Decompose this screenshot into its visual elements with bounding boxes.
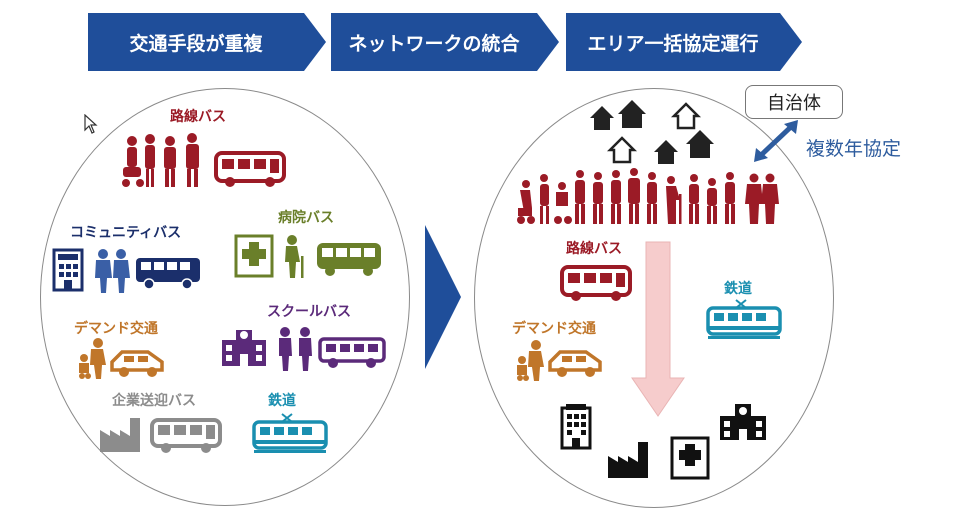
step-1-tip <box>304 13 326 71</box>
step-3-label: エリア一括協定運行 <box>566 13 780 71</box>
community-bus-label: コミュニティバス <box>70 225 182 241</box>
left-railway-label: 鉄道 <box>268 393 296 409</box>
right-demand-transport-label: デマンド交通 <box>512 321 596 337</box>
cursor-icon <box>84 114 98 134</box>
right-railway-label: 鉄道 <box>724 281 752 297</box>
elderly-cane-icon <box>285 235 304 278</box>
right-route-bus-label: 路線バス <box>566 241 622 257</box>
office-building-icon <box>560 404 592 450</box>
right-demand-car-icon <box>548 350 602 377</box>
hospital-icon <box>234 234 274 278</box>
demand-car-icon <box>110 350 164 377</box>
houses-icon <box>590 100 714 164</box>
municipality-box: 自治体 <box>745 85 843 119</box>
right-circle <box>474 88 834 508</box>
right-caregiver-icon <box>517 340 544 381</box>
factory-icon <box>100 418 140 452</box>
left-circle <box>40 88 410 506</box>
school-bus-label: スクールバス <box>267 304 351 320</box>
right-route-bus-icon <box>560 265 632 301</box>
hospital-bus-label: 病院バス <box>278 210 334 226</box>
flow-down-arrow <box>631 241 685 417</box>
multi-year-agreement-label: 複数年協定 <box>806 138 902 160</box>
school-building-icon <box>222 330 266 366</box>
company-bus-label: 企業送迎バス <box>112 393 196 409</box>
step-2-label: ネットワークの統合 <box>331 13 537 71</box>
left-demand-transport-label: デマンド交通 <box>74 321 158 337</box>
people-group-icon <box>122 133 199 187</box>
route-bus-icon <box>214 151 286 187</box>
company-bus-icon <box>150 418 222 453</box>
right-hospital-icon <box>670 436 710 480</box>
step-1-label: 交通手段が重複 <box>88 13 304 71</box>
step-2-tip <box>537 13 559 71</box>
crowd-icon <box>517 168 779 224</box>
right-train-icon <box>706 299 782 339</box>
elderly-couple-icon <box>95 249 130 293</box>
right-school-icon <box>720 404 766 440</box>
caregiver-icon <box>79 338 106 379</box>
right-factory-icon <box>608 442 648 478</box>
school-bus-icon <box>318 337 386 368</box>
left-route-bus-label: 路線バス <box>170 109 226 125</box>
step-3-tip <box>780 13 802 71</box>
double-arrow-icon <box>754 120 798 162</box>
hospital-bus-icon <box>317 243 381 276</box>
city-hall-icon <box>52 248 84 292</box>
transition-arrow <box>425 225 461 369</box>
students-icon <box>279 327 312 371</box>
left-train-icon <box>252 413 328 453</box>
community-bus-icon <box>136 258 200 290</box>
